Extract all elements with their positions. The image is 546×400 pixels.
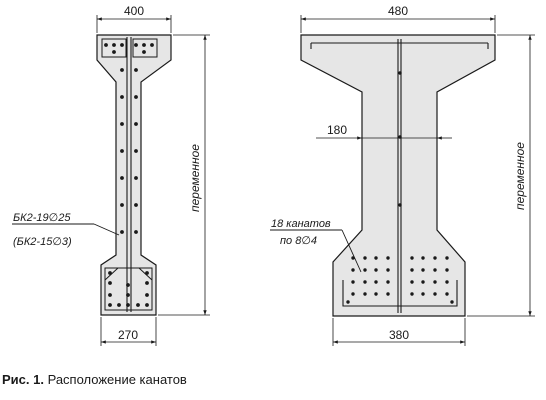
strand-dot [363, 292, 367, 296]
left-top-flange-cage [101, 38, 158, 58]
strand-dot [363, 268, 367, 272]
strand-dot [145, 281, 149, 285]
strand-dot [433, 280, 437, 284]
strand-dot [445, 280, 449, 284]
left-callout-line2: (БК2-15∅3) [13, 236, 72, 248]
strand-dot [134, 43, 138, 47]
strand-dot [374, 292, 378, 296]
left-callout-line1: БК2-19∅25 [13, 212, 71, 224]
strand-dot [346, 300, 350, 304]
right-top-reinforcement [310, 42, 489, 49]
strand-dot [150, 43, 154, 47]
strand-dot [421, 268, 425, 272]
strand-dot [433, 256, 437, 260]
strand-dot [363, 280, 367, 284]
left-beam-section [12, 34, 172, 316]
strand-dot [134, 230, 138, 234]
figure-caption: Рис. 1. Расположение канатов [2, 372, 187, 387]
strand-dot [134, 68, 138, 72]
strand-dot [108, 293, 112, 297]
strand-dot [145, 293, 149, 297]
strand-dot [120, 203, 124, 207]
strand-dot [351, 268, 355, 272]
strand-dot [445, 292, 449, 296]
strand-dot [363, 256, 367, 260]
strand-dot [145, 303, 149, 307]
strand-dot [104, 43, 108, 47]
strand-dot [117, 303, 121, 307]
strand-dot [351, 280, 355, 284]
right-top-width-label: 480 [388, 4, 408, 18]
strand-dot [410, 256, 414, 260]
strand-dot [134, 149, 138, 153]
left-web-tendon [126, 37, 132, 312]
strand-dot [433, 268, 437, 272]
cross-section-drawing: 400 270 переменное БК2-19∅25 (БК2-15∅3) … [12, 4, 535, 346]
strand-dot [134, 95, 138, 99]
strand-dot [410, 280, 414, 284]
right-bottom-reinforcement [342, 280, 458, 307]
strand-dot [421, 292, 425, 296]
strand-dot [421, 256, 425, 260]
right-callout-leader [341, 229, 362, 273]
left-dimensions [96, 15, 210, 346]
strand-dot [374, 268, 378, 272]
right-strands [346, 71, 454, 304]
strand-dot [398, 203, 402, 207]
strand-dot [374, 256, 378, 260]
strand-dot [386, 256, 390, 260]
right-beam-section [270, 34, 496, 317]
strand-dot [120, 95, 124, 99]
strand-dot [120, 230, 124, 234]
strand-dot [120, 43, 124, 47]
strand-dot [134, 122, 138, 126]
strand-dot [445, 268, 449, 272]
figure-caption-text: Расположение канатов [43, 372, 187, 387]
right-height-label: переменное [513, 142, 527, 210]
strand-dot [120, 149, 124, 153]
strand-dot [450, 300, 454, 304]
strand-dot [134, 176, 138, 180]
strand-dot [445, 256, 449, 260]
strand-dot [136, 303, 140, 307]
strand-dot [351, 292, 355, 296]
strand-dot [433, 292, 437, 296]
strand-dot [120, 68, 124, 72]
strand-dot [410, 292, 414, 296]
strand-dot [112, 50, 116, 54]
strand-dot [108, 281, 112, 285]
left-top-width-label: 400 [124, 4, 144, 18]
strand-dot [120, 176, 124, 180]
strand-dot [386, 268, 390, 272]
strand-dot [386, 280, 390, 284]
strand-dot [398, 71, 402, 75]
strand-dot [126, 283, 130, 287]
right-callout-line1: 18 канатов [271, 218, 331, 230]
strand-dot [112, 43, 116, 47]
strand-dot [108, 303, 112, 307]
strand-dot [120, 122, 124, 126]
strand-dot [142, 43, 146, 47]
strand-dot [108, 271, 112, 275]
strand-dot [126, 303, 130, 307]
strand-dot [386, 292, 390, 296]
left-height-label: переменное [188, 144, 202, 212]
strand-dot [410, 268, 414, 272]
right-web-width-label: 180 [327, 123, 347, 137]
strand-dot [126, 293, 130, 297]
figure-caption-prefix: Рис. 1. [2, 372, 44, 387]
left-strands [104, 43, 154, 307]
left-bottom-width-label: 270 [118, 328, 138, 342]
left-callout-leader [93, 223, 120, 236]
right-bottom-width-label: 380 [389, 328, 409, 342]
strand-dot [421, 280, 425, 284]
right-web-tendon [397, 39, 402, 313]
left-beam-outline [96, 34, 172, 316]
right-callout-line2: по 8∅4 [280, 235, 317, 247]
strand-dot [145, 271, 149, 275]
strand-dot [134, 203, 138, 207]
strand-dot [374, 280, 378, 284]
right-dimensions [300, 15, 535, 346]
strand-dot [142, 50, 146, 54]
